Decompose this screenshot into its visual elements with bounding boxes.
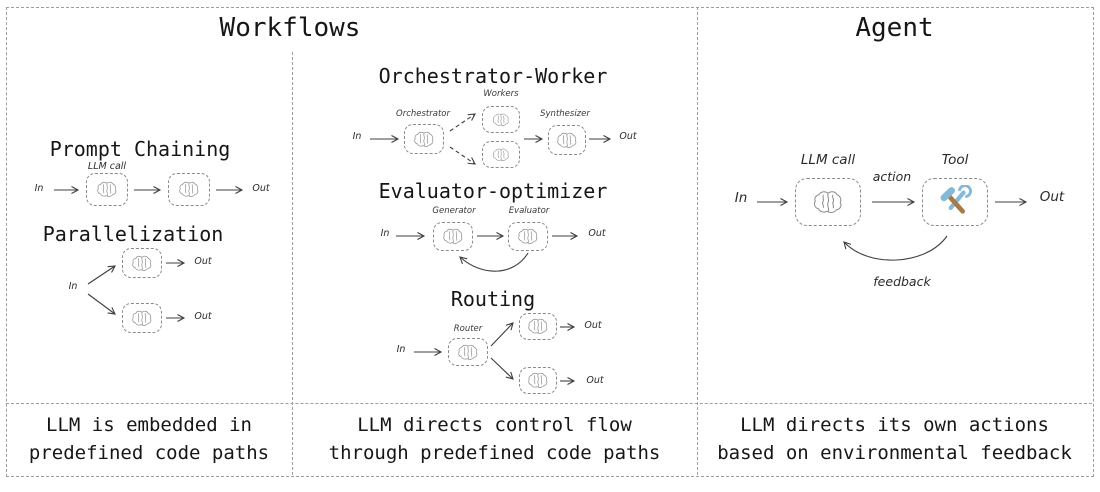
evaluator-node bbox=[508, 222, 548, 251]
caption-line: LLM is embedded in bbox=[46, 413, 252, 436]
router-node bbox=[448, 338, 488, 366]
workflows-middle-caption: LLM directs control flow through predefi… bbox=[292, 404, 697, 475]
brain-icon bbox=[527, 372, 549, 389]
orchestrator-node bbox=[404, 124, 444, 154]
evaluator-optimizer-title: Evaluator-optimizer bbox=[378, 179, 608, 203]
worker-node bbox=[482, 141, 520, 168]
llm-node bbox=[168, 173, 210, 206]
hammer-wrench-icon bbox=[938, 185, 972, 219]
llm-node bbox=[86, 173, 128, 206]
router-label: Router bbox=[453, 324, 483, 334]
caption-line: predefined code paths bbox=[28, 441, 270, 464]
llm-node bbox=[122, 303, 162, 333]
brain-icon bbox=[812, 190, 844, 214]
outer-frame bbox=[6, 7, 1094, 477]
caption-line: through predefined code paths bbox=[328, 441, 661, 464]
llm-call-label: LLM call bbox=[800, 152, 856, 168]
brain-icon bbox=[96, 181, 118, 198]
synthesizer-node bbox=[548, 125, 586, 155]
out-label: Out bbox=[252, 183, 270, 194]
out-label: Out bbox=[1039, 189, 1065, 205]
agent-panel-title: Agent bbox=[855, 13, 934, 43]
llm-call-node bbox=[795, 178, 861, 226]
workers-label: Workers bbox=[483, 89, 519, 99]
caption-line: based on environmental feedback bbox=[717, 441, 1072, 464]
brain-icon bbox=[178, 181, 200, 198]
out-label: Out bbox=[586, 375, 604, 386]
brain-icon bbox=[517, 228, 539, 245]
parallelization-title: Parallelization bbox=[42, 222, 224, 246]
out-label: Out bbox=[194, 311, 212, 322]
brain-icon bbox=[492, 148, 510, 162]
in-label: In bbox=[352, 131, 362, 142]
routing-title: Routing bbox=[450, 287, 536, 311]
generator-node bbox=[433, 222, 473, 251]
workflows-left-caption: LLM is embedded in predefined code paths bbox=[6, 404, 292, 475]
out-label: Out bbox=[588, 228, 606, 239]
out-label: Out bbox=[584, 320, 602, 331]
caption-line: LLM directs its own actions bbox=[740, 413, 1049, 436]
route-node bbox=[519, 313, 557, 340]
workflows-columns-divider bbox=[292, 52, 293, 475]
in-label: In bbox=[734, 190, 748, 206]
brain-icon bbox=[492, 113, 510, 127]
feedback-label: feedback bbox=[873, 274, 931, 289]
caption-line: LLM directs control flow bbox=[357, 413, 632, 436]
in-label: In bbox=[68, 281, 78, 292]
brain-icon bbox=[527, 318, 549, 335]
orchestrator-worker-title: Orchestrator-Worker bbox=[378, 64, 608, 88]
llm-call-label: LLM call bbox=[87, 161, 127, 172]
prompt-chaining-title: Prompt Chaining bbox=[49, 137, 231, 161]
in-label: In bbox=[380, 228, 390, 239]
generator-label: Generator bbox=[432, 206, 476, 216]
out-label: Out bbox=[619, 131, 637, 142]
workflows-agent-divider bbox=[697, 7, 698, 475]
worker-node bbox=[482, 106, 520, 133]
tool-node bbox=[922, 178, 988, 226]
evaluator-label: Evaluator bbox=[508, 206, 550, 216]
brain-icon bbox=[131, 310, 153, 327]
brain-icon bbox=[413, 131, 435, 148]
brain-icon bbox=[556, 132, 578, 149]
orchestrator-label: Orchestrator bbox=[396, 109, 450, 119]
agent-caption: LLM directs its own actions based on env… bbox=[697, 404, 1092, 475]
brain-icon bbox=[457, 344, 479, 361]
route-node bbox=[519, 367, 557, 394]
tool-label: Tool bbox=[941, 152, 969, 168]
action-label: action bbox=[872, 169, 912, 184]
workflows-panel-title: Workflows bbox=[219, 13, 361, 43]
brain-icon bbox=[442, 228, 464, 245]
in-label: In bbox=[34, 183, 44, 194]
in-label: In bbox=[396, 344, 406, 355]
llm-node bbox=[122, 248, 162, 278]
brain-icon bbox=[131, 255, 153, 272]
synthesizer-label: Synthesizer bbox=[540, 109, 590, 119]
out-label: Out bbox=[194, 256, 212, 267]
caption-divider bbox=[6, 403, 1092, 404]
